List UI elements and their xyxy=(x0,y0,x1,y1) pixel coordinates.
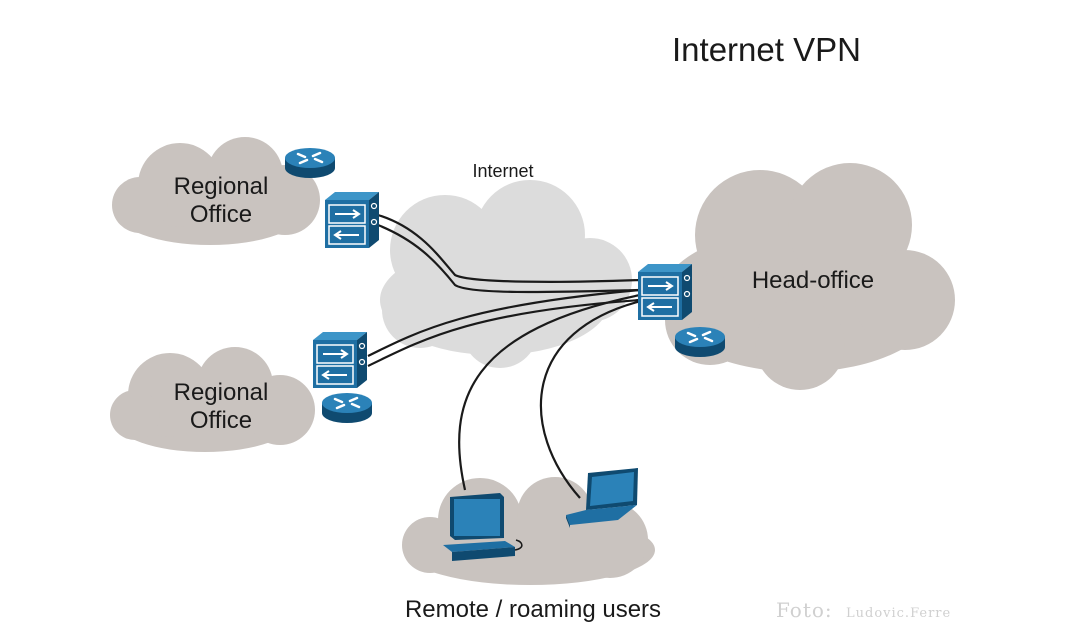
firewall-icon xyxy=(324,191,380,249)
desktop-computer-icon xyxy=(443,493,523,561)
label-head-office: Head-office xyxy=(752,267,874,294)
label-regional-office-bottom-line1: Regional xyxy=(174,379,269,406)
cloud-internet xyxy=(380,180,632,368)
tunnel-laptop xyxy=(539,298,646,499)
label-regional-office-top-line1: Regional xyxy=(174,173,269,200)
cloud-regional-office-bottom xyxy=(110,347,315,452)
router-icon xyxy=(283,146,337,180)
tunnel-bottom-b xyxy=(367,298,641,367)
router-icon xyxy=(673,325,727,359)
cloud-regional-office-top xyxy=(112,137,320,245)
label-regional-office-bottom-line2: Office xyxy=(190,407,252,434)
label-internet: Internet xyxy=(472,161,533,181)
cloud-head-office xyxy=(660,163,955,390)
diagram-title: Internet VPN xyxy=(672,31,861,68)
label-remote-users: Remote / roaming users xyxy=(405,596,661,623)
tunnel-top-a xyxy=(377,213,641,283)
router-icon xyxy=(320,391,374,425)
watermark-credit: Ludovic.Ferre xyxy=(846,606,951,621)
watermark-prefix: Foto: xyxy=(776,598,833,622)
laptop-icon xyxy=(566,468,638,528)
tunnel-desktop xyxy=(458,293,641,491)
vpn-tunnels xyxy=(367,213,646,499)
firewall-icon xyxy=(312,331,368,389)
label-regional-office-top-line2: Office xyxy=(190,201,252,228)
tunnel-bottom-a xyxy=(367,288,641,357)
tunnel-top-b xyxy=(377,223,641,294)
firewall-icon xyxy=(637,263,693,321)
